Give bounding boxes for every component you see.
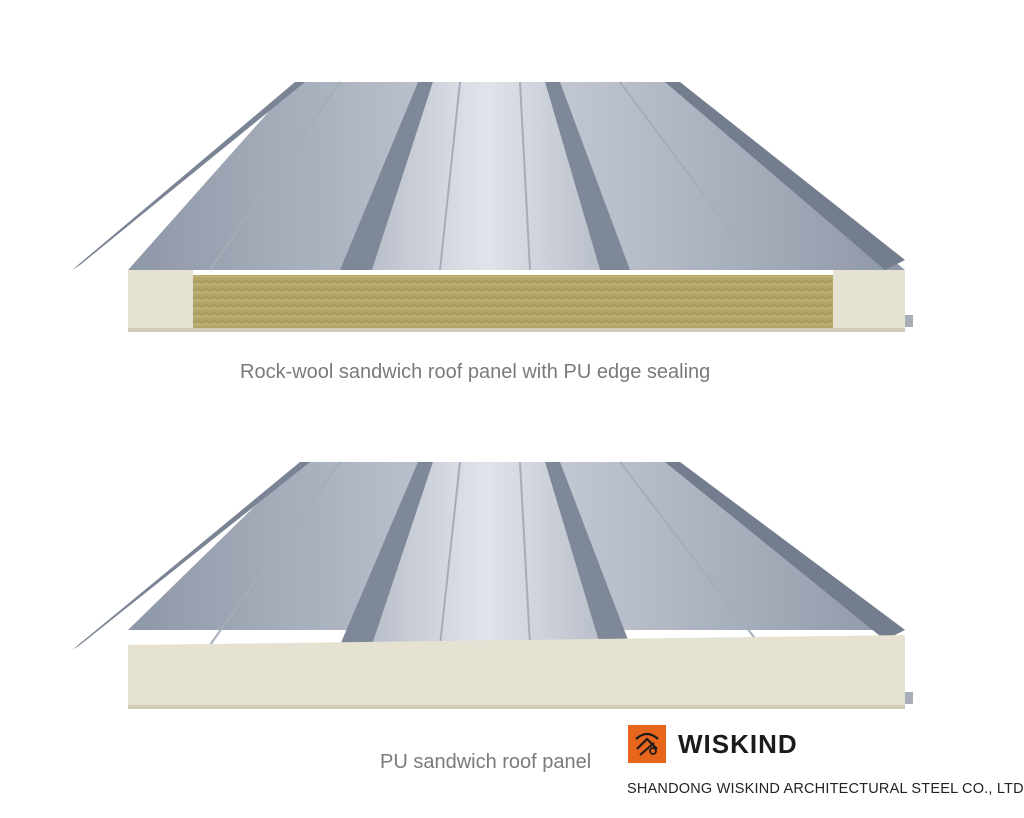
pu-edge-right — [833, 270, 905, 330]
pu-foam-core — [128, 635, 905, 708]
rib-right-edge — [665, 462, 905, 640]
rib-right — [545, 82, 630, 270]
brand-name: WISKIND — [678, 729, 798, 759]
pu-panel-caption: PU sandwich roof panel — [380, 751, 592, 773]
rockwool-roof-panel-illustration — [72, 81, 913, 332]
rib-left — [340, 82, 433, 270]
rib-right-edge — [665, 82, 905, 270]
rockwool-panel-caption: Rock-wool sandwich roof panel with PU ed… — [240, 361, 711, 383]
left-flange — [72, 462, 310, 650]
company-name: SHANDONG WISKIND ARCHITECTURAL STEEL CO.… — [627, 781, 1024, 797]
left-flange — [72, 82, 305, 270]
rib-right — [545, 462, 630, 645]
rock-wool-core — [193, 275, 833, 330]
pu-edge-left — [128, 270, 193, 330]
pu-roof-panel-illustration — [72, 461, 913, 709]
rib-left — [340, 462, 433, 645]
wiskind-logo-icon — [628, 725, 666, 763]
